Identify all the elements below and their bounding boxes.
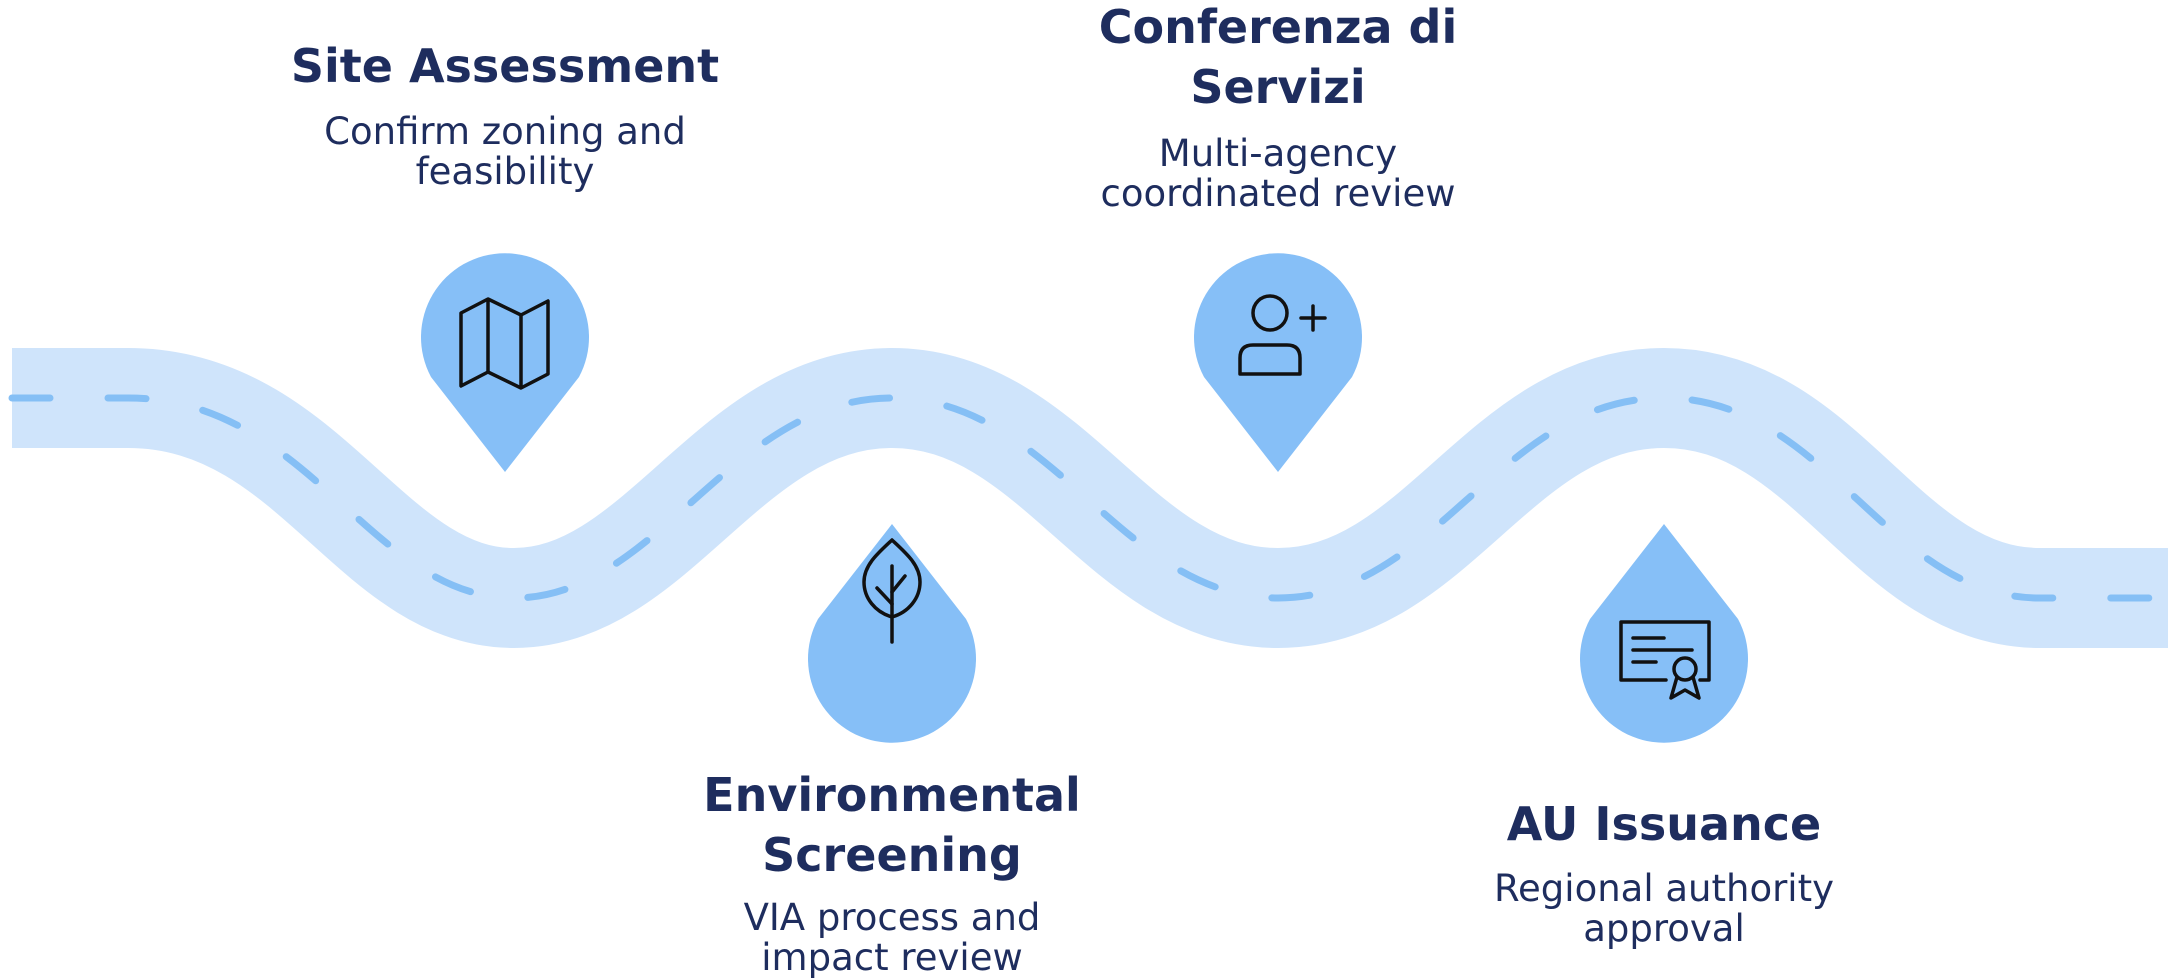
step-1-description: Confirm zoning and feasibility: [324, 110, 686, 193]
pin-marker: [1580, 524, 1748, 743]
add-user-icon: [1238, 294, 1327, 376]
step-4-title: AU Issuance: [1506, 797, 1822, 851]
road-band: [12, 347, 2168, 649]
certificate-icon: [1619, 620, 1711, 700]
step-3-description: Multi-agency coordinated review: [1100, 132, 1456, 215]
step-2-description: VIA process and impact review: [743, 896, 1041, 979]
step-3-title: Conferenza di Servizi: [1098, 0, 1458, 114]
road: [8, 347, 2172, 649]
road-center-dashes: [8, 394, 2172, 602]
step-4-pin: [1580, 524, 1748, 743]
leaf-icon: [862, 538, 922, 644]
step-1-title: Site Assessment: [290, 39, 720, 93]
step-2-pin: [808, 524, 977, 743]
step-2-title: Environmental Screening: [703, 768, 1081, 882]
step-4-description: Regional authority approval: [1494, 867, 1834, 950]
pin-marker: [421, 253, 590, 472]
map-icon: [459, 297, 550, 390]
step-3-pin: [1194, 253, 1362, 472]
step-1-pin: [421, 253, 590, 472]
pin-marker: [1194, 253, 1362, 472]
